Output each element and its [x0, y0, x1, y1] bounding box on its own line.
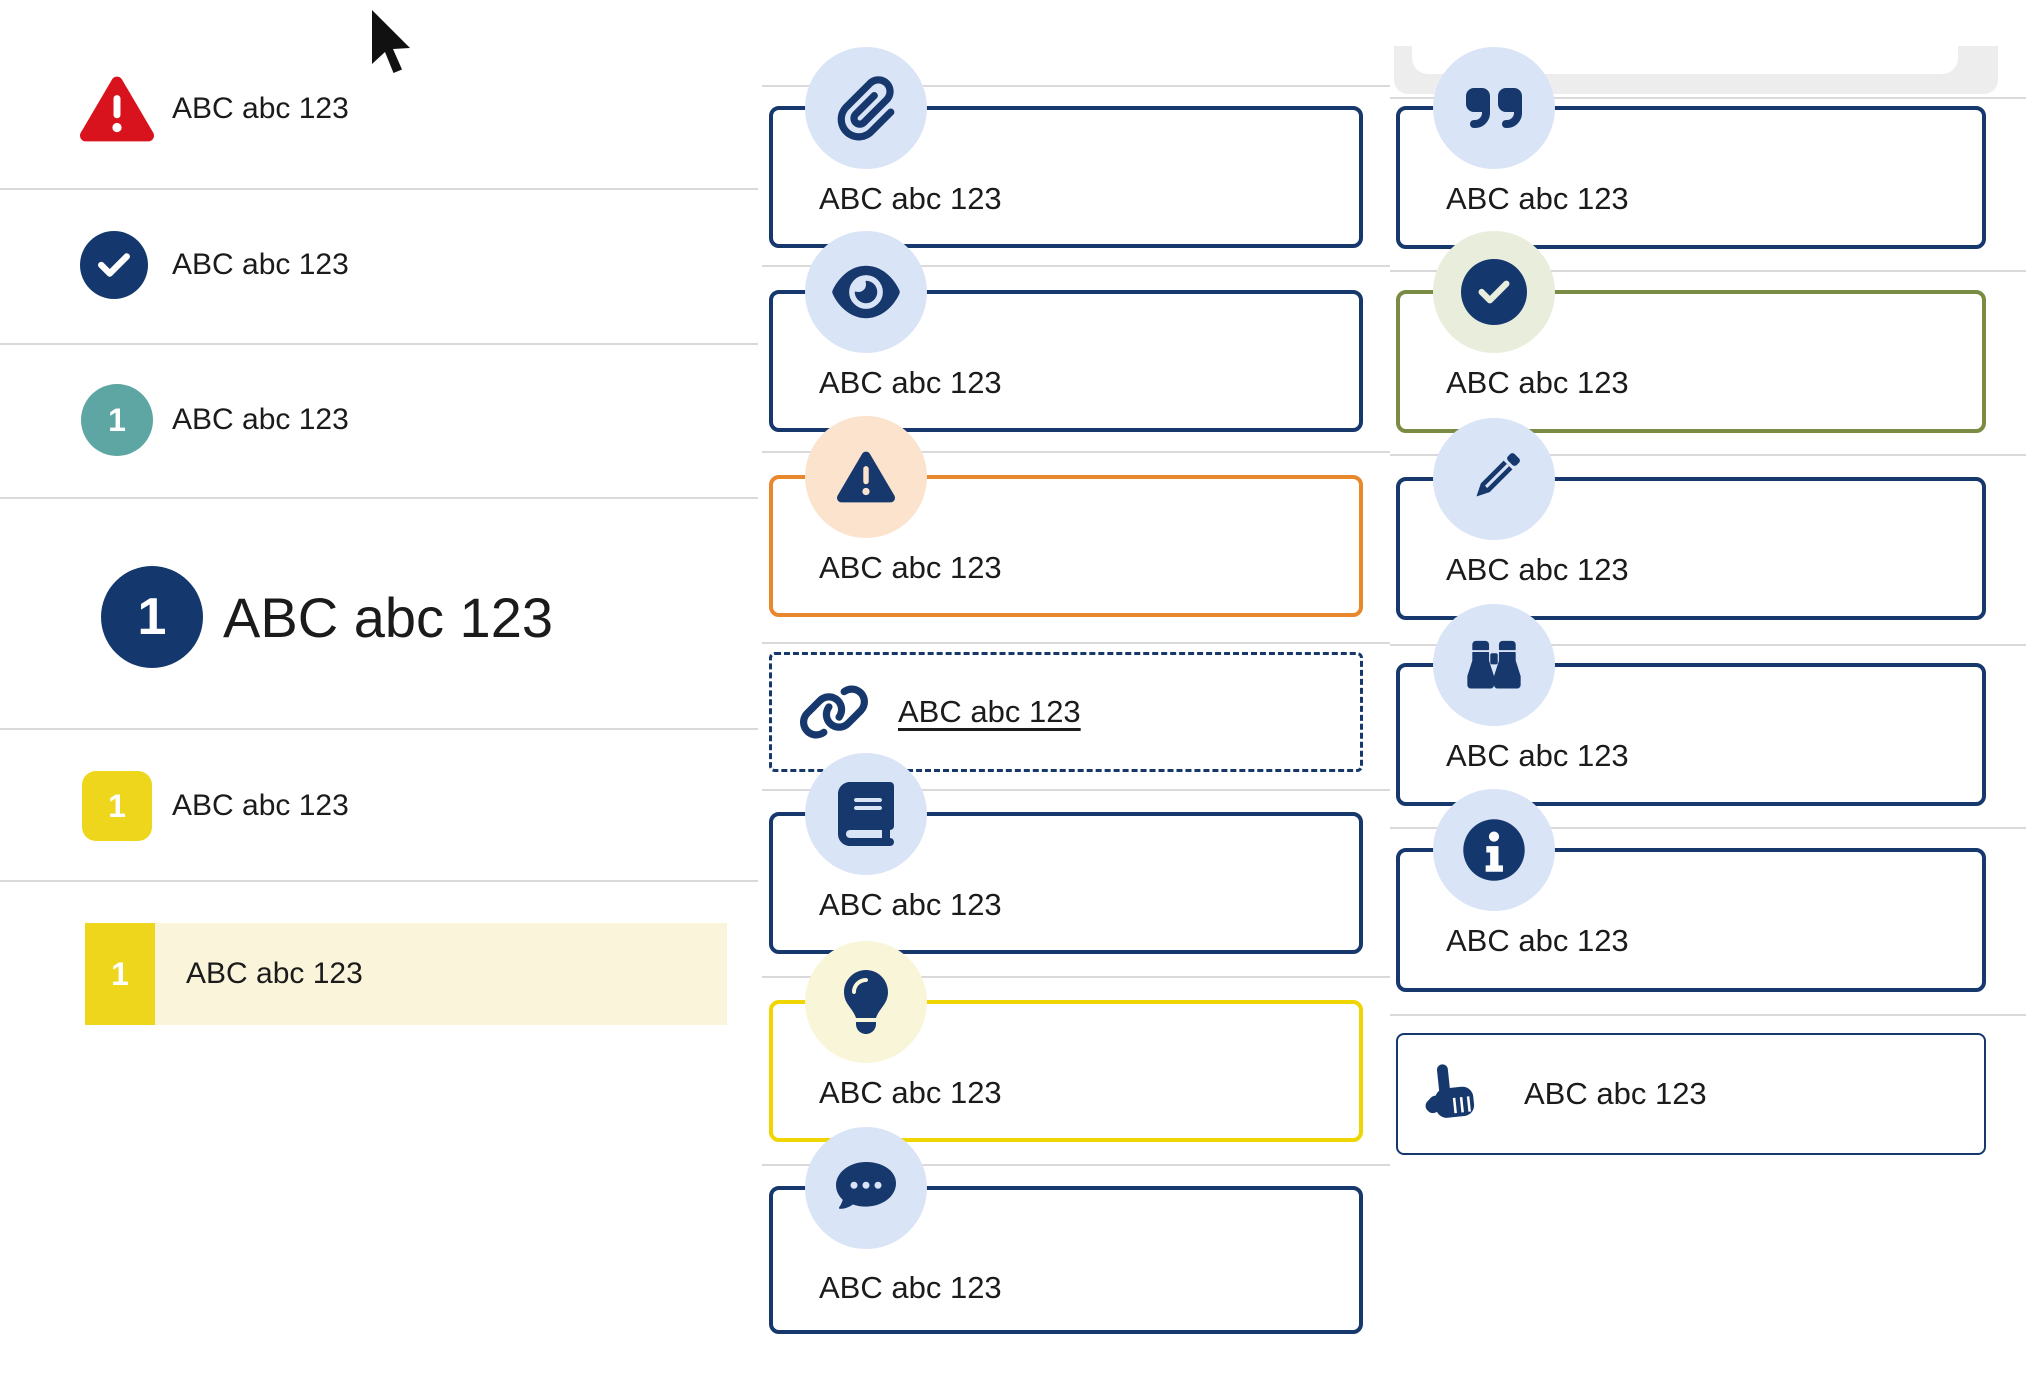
warning-triangle-icon: [805, 416, 927, 538]
divider: [1390, 1014, 2026, 1016]
list-item-row: ABC abc 123: [186, 923, 363, 1025]
list-item-label: ABC abc 123: [172, 92, 349, 125]
badge-number: 1: [137, 588, 167, 646]
callout-label: ABC abc 123: [1446, 181, 1629, 216]
numbered-badge-navy-large: 1: [101, 566, 203, 668]
numbered-badge-teal: 1: [81, 384, 153, 456]
lightbulb-icon: [805, 941, 927, 1063]
divider: [1390, 270, 2026, 272]
divider: [0, 343, 758, 345]
callout-label: ABC abc 123: [1446, 738, 1629, 773]
check-circle-icon: [80, 231, 148, 299]
divider: [762, 1164, 1390, 1166]
list-item-large: ABC abc 123: [223, 566, 553, 668]
callout-link-text[interactable]: ABC abc 123: [898, 694, 1081, 729]
list-item-check: ABC abc 123: [80, 231, 760, 299]
divider: [1390, 644, 2026, 646]
callout-label: ABC abc 123: [819, 887, 1002, 922]
check-circle-icon: [1433, 231, 1555, 353]
callout-label: ABC abc 123: [1446, 552, 1629, 587]
eye-icon: [805, 231, 927, 353]
divider: [0, 497, 758, 499]
info-circle-icon: [1433, 789, 1555, 911]
divider: [1390, 454, 2026, 456]
divider: [762, 789, 1390, 791]
numbered-badge-yellow: 1: [82, 771, 152, 841]
list-item-label: ABC abc 123: [172, 248, 349, 281]
divider: [0, 728, 758, 730]
callout-label: ABC abc 123: [819, 550, 1002, 585]
callout-label: ABC abc 123: [1446, 923, 1629, 958]
badge-number: 1: [111, 955, 129, 992]
divider: [0, 188, 758, 190]
callout-label: ABC abc 123: [819, 1270, 1002, 1305]
badge-number: 1: [108, 787, 126, 824]
callout-label: ABC abc 123: [819, 181, 1002, 216]
callout-label: ABC abc 123: [819, 1075, 1002, 1110]
highlight-background: [155, 923, 727, 1025]
callout-action: ABC abc 123: [1396, 1033, 1986, 1155]
divider: [762, 451, 1390, 453]
divider: [1390, 827, 2026, 829]
divider: [762, 265, 1390, 267]
callout-label: ABC abc 123: [1446, 365, 1629, 400]
hand-point-up-icon: [1422, 1062, 1486, 1126]
divider: [0, 880, 758, 882]
list-item-warning: ABC abc 123: [76, 72, 756, 146]
callout-success: ABC abc 123: [1396, 290, 1986, 433]
divider: [762, 976, 1390, 978]
comment-dots-icon: [805, 1127, 927, 1249]
callout-label: ABC abc 123: [819, 365, 1002, 400]
callout-link: ABC abc 123: [769, 652, 1363, 772]
list-item-label: ABC abc 123: [223, 585, 553, 649]
link-icon: [798, 683, 870, 741]
callout-label: ABC abc 123: [1524, 1076, 1707, 1111]
numbered-badge-yellow-block: 1: [85, 923, 155, 1025]
book-icon: [805, 753, 927, 875]
pencil-icon: [1433, 418, 1555, 540]
warning-triangle-icon: [76, 72, 158, 146]
mouse-cursor-icon: [370, 8, 416, 78]
quote-icon: [1433, 47, 1555, 169]
paperclip-icon: [805, 47, 927, 169]
badge-number: 1: [108, 401, 126, 438]
list-item-teal: ABC abc 123: [172, 384, 349, 456]
list-item-label: ABC abc 123: [172, 403, 349, 436]
callout-tip: ABC abc 123: [769, 1000, 1363, 1142]
list-item-label: ABC abc 123: [186, 957, 363, 990]
list-item-yellow: ABC abc 123: [172, 771, 349, 841]
list-item-label: ABC abc 123: [172, 789, 349, 822]
binoculars-icon: [1433, 604, 1555, 726]
divider: [1390, 97, 2026, 99]
divider: [762, 85, 1390, 87]
divider: [762, 642, 1390, 644]
